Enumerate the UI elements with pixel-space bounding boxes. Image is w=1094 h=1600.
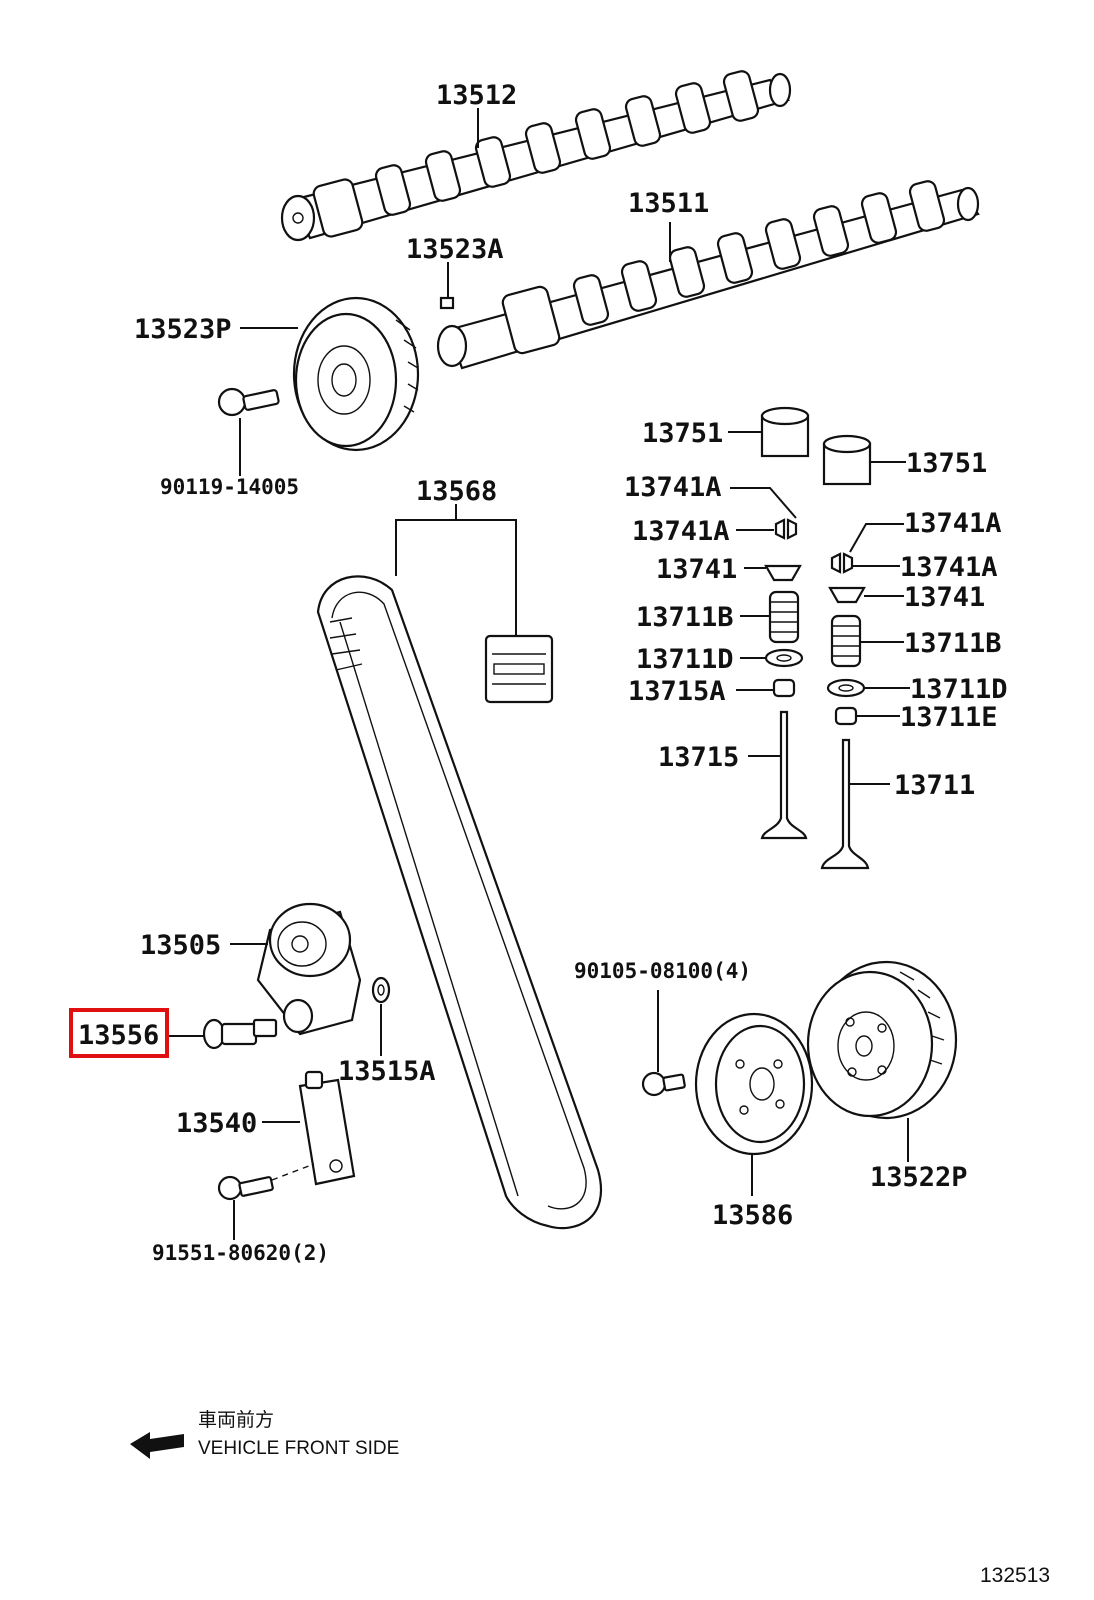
valve-spring-13711B-right[interactable] — [830, 614, 862, 668]
label-13540: 13540 — [176, 1108, 257, 1139]
pivot-bolt-13556[interactable] — [202, 1018, 278, 1050]
diagram-code: 132513 — [980, 1564, 1050, 1587]
label-91551-80620: 91551-80620(2) — [152, 1241, 329, 1265]
camshaft-key-13523A[interactable] — [439, 296, 455, 310]
label-13505: 13505 — [140, 930, 221, 961]
valve-keeper-13741A-left[interactable] — [774, 518, 798, 540]
valve-spring-13711B-left[interactable] — [768, 590, 800, 644]
vehicle-front-label-jp: 車両前方 — [198, 1409, 274, 1431]
label-13741A-1: 13741A — [624, 472, 722, 503]
label-13556: 13556 — [78, 1020, 159, 1051]
spring-seat-13711D-right[interactable] — [826, 678, 866, 698]
camshaft-13512[interactable] — [280, 69, 792, 242]
label-13711E: 13711E — [900, 702, 998, 733]
spring-retainer-13741-left[interactable] — [764, 564, 802, 582]
label-13711B-right: 13711B — [904, 628, 1002, 659]
vehicle-front-label: VEHICLE FRONT SIDE — [198, 1438, 399, 1459]
crankshaft-pulley-13522P[interactable] — [806, 960, 958, 1120]
bolt-90105-08100[interactable] — [641, 1071, 686, 1097]
label-13751-left: 13751 — [642, 418, 723, 449]
label-13741A-2: 13741A — [632, 516, 730, 547]
washer-13515A[interactable] — [371, 976, 391, 1004]
label-13741A-3: 13741A — [904, 508, 1002, 539]
label-90105-08100: 90105-08100(4) — [574, 959, 751, 983]
label-13523A: 13523A — [406, 234, 504, 265]
highlight-box-13556 — [69, 1008, 169, 1058]
label-13741-right: 13741 — [904, 582, 985, 613]
label-13586: 13586 — [712, 1200, 793, 1231]
camshaft-pulley-13523P[interactable] — [292, 296, 420, 452]
camshaft-13511[interactable] — [436, 179, 980, 370]
label-13522P: 13522P — [870, 1162, 968, 1193]
timing-belt-guide-13586[interactable] — [694, 1012, 814, 1156]
arrow-left-icon — [130, 1432, 184, 1459]
idler-pulley-13505[interactable] — [256, 902, 362, 1036]
label-13711: 13711 — [894, 770, 975, 801]
tensioner-13540[interactable] — [298, 1070, 356, 1186]
bolt-91551-80620[interactable] — [217, 1175, 274, 1201]
label-13523P: 13523P — [134, 314, 232, 345]
label-13715: 13715 — [658, 742, 739, 773]
valve-lifter-13751-right[interactable] — [822, 434, 872, 486]
valve-guide-13711E[interactable] — [834, 706, 858, 726]
valve-stem-seal-13715A[interactable] — [772, 678, 796, 698]
timing-belt-13568[interactable] — [316, 575, 602, 1230]
label-13751-right: 13751 — [906, 448, 987, 479]
label-13711D-right: 13711D — [910, 674, 1008, 705]
intake-valve-13711[interactable] — [820, 738, 870, 870]
label-13711B-left: 13711B — [636, 602, 734, 633]
label-13568: 13568 — [416, 476, 497, 507]
label-13512: 13512 — [436, 80, 517, 111]
label-13741A-4: 13741A — [900, 552, 998, 583]
label-13711D-left: 13711D — [636, 644, 734, 675]
bolt-90119-14005[interactable] — [217, 387, 280, 417]
valve-keeper-13741A-right[interactable] — [830, 552, 854, 574]
spring-seat-13711D-left[interactable] — [764, 648, 804, 668]
spring-retainer-13741-right[interactable] — [828, 586, 866, 604]
label-13511: 13511 — [628, 188, 709, 219]
belt-section-detail — [484, 634, 554, 704]
label-13515A: 13515A — [338, 1056, 436, 1087]
label-13741-left: 13741 — [656, 554, 737, 585]
label-13715A: 13715A — [628, 676, 726, 707]
exhaust-valve-13715[interactable] — [760, 710, 808, 840]
label-90119-14005: 90119-14005 — [160, 475, 299, 499]
valve-lifter-13751-left[interactable] — [760, 406, 810, 458]
